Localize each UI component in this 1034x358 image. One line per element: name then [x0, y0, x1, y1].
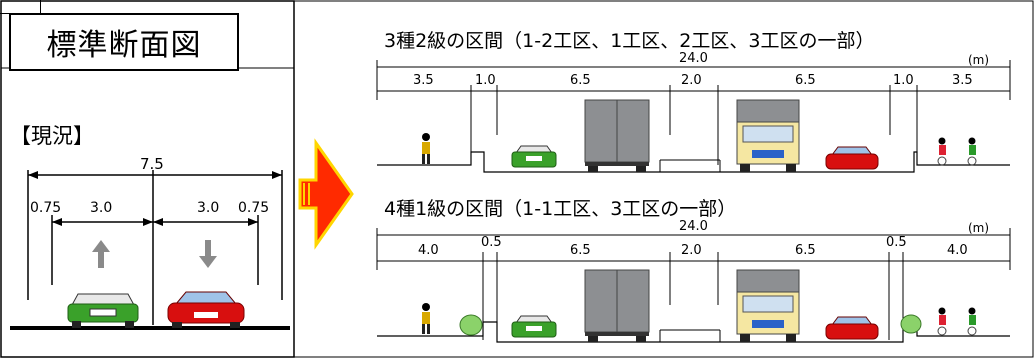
- current-total-width: 7.5: [140, 155, 164, 173]
- transition-arrow-icon: [298, 138, 354, 250]
- current-dimension-lines: [10, 170, 290, 330]
- truck-rear-icon: [584, 99, 650, 172]
- section1-total: 24.0: [679, 51, 708, 66]
- section1-dimension-lines: [376, 60, 1011, 173]
- section2-dim-buffer-right: 0.5: [886, 235, 907, 250]
- corner-tab: [0, 0, 41, 14]
- truck-front-icon: [736, 269, 800, 342]
- direction-up-arrow: [92, 240, 110, 268]
- direction-down-arrow: [199, 240, 217, 268]
- current-dim-lane-left: 3.0: [90, 200, 113, 216]
- green-car-icon: [67, 293, 139, 328]
- section2-dim-lanes-left: 6.5: [570, 243, 591, 258]
- section2-unit: (m): [968, 221, 990, 235]
- section1-dim-lanes-left: 6.5: [570, 73, 591, 88]
- pedestrian-icon: [422, 303, 430, 334]
- section1-dim-buffer-left: 1.0: [475, 73, 496, 88]
- red-car-front-icon: [825, 316, 879, 340]
- section2-total: 24.0: [679, 219, 708, 234]
- pedestrian-icon: [422, 133, 430, 164]
- car-rear-icon: [511, 145, 557, 168]
- section2-dim-buffer-left: 0.5: [481, 235, 502, 250]
- red-car-front-icon: [825, 146, 879, 170]
- section2-dim-sidewalk-right: 4.0: [947, 243, 968, 258]
- section2-dim-lanes-right: 6.5: [795, 243, 816, 258]
- tree-icon: [459, 314, 483, 336]
- current-dim-shoulder-right: 0.75: [238, 200, 270, 216]
- red-car-icon: [167, 291, 245, 328]
- cyclists-icon: [937, 137, 977, 166]
- section1-dim-sidewalk-right: 3.5: [952, 73, 973, 88]
- current-dim-lane-right: 3.0: [197, 200, 220, 216]
- cyclists-icon: [937, 307, 977, 336]
- truck-rear-icon: [584, 269, 650, 342]
- current-label: 【現況】: [10, 124, 94, 148]
- tree-icon: [900, 314, 922, 334]
- section2-title: 4種1級の区間（1-1工区、3工区の一部）: [384, 198, 737, 220]
- section2-dim-median: 2.0: [681, 243, 702, 258]
- section1-title: 3種2級の区間（1-2工区、1工区、2工区、3工区の一部）: [384, 30, 875, 52]
- section1-unit: (m): [968, 53, 990, 67]
- section2-dim-sidewalk-left: 4.0: [418, 243, 439, 258]
- section1-dim-sidewalk-left: 3.5: [413, 73, 434, 88]
- car-rear-icon: [511, 315, 557, 338]
- page-title: 標準断面図: [9, 13, 239, 71]
- section1-dim-lanes-right: 6.5: [795, 73, 816, 88]
- truck-front-icon: [736, 99, 800, 172]
- section1-dim-median: 2.0: [681, 73, 702, 88]
- section1-dim-buffer-right: 1.0: [893, 73, 914, 88]
- current-dim-shoulder-left: 0.75: [30, 200, 62, 216]
